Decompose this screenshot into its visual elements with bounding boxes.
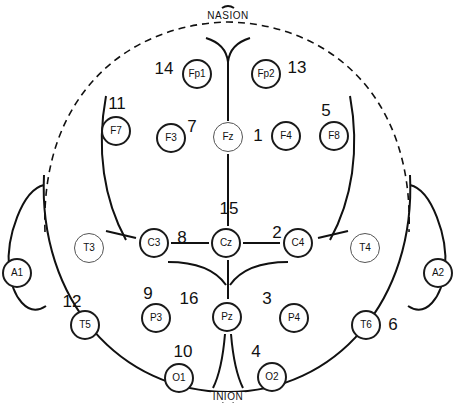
electrode-label: F7 [110,126,122,136]
callout-number: 14 [155,60,174,77]
callout-number: 7 [187,118,196,135]
electrode-label: T4 [359,243,371,253]
callout-number: 1 [253,127,262,144]
electrode-label: A1 [11,268,23,278]
electrode-circle: T4 [350,233,380,263]
electrode-label: C4 [292,238,305,248]
electrode-circle: T5 [70,310,100,340]
electrode-circle: F8 [319,121,349,151]
electrode-label: P3 [150,313,162,323]
electrode-circle: T3 [74,233,104,263]
electrode-circle: F4 [271,121,301,151]
electrode-label: Fz [222,132,233,142]
electrode-label: P4 [288,313,300,323]
electrode-label: T3 [83,243,95,253]
callout-number: 8 [177,229,186,246]
electrode-label: F8 [328,131,340,141]
callout-number: 5 [321,102,330,119]
landmark-label: INION [211,392,245,402]
electrode-label: A2 [432,268,444,278]
callout-number: 4 [251,343,260,360]
electrode-circle: Fp2 [251,59,281,89]
electrode-circle: C4 [283,228,313,258]
electrode-label: Cz [220,238,232,248]
callout-number: 10 [174,343,193,360]
landmark-label: NASION [205,11,250,21]
electrode-circle: Fz [213,122,243,152]
electrode-circle: Pz [212,302,242,332]
electrode-label: F3 [165,133,177,143]
electrode-circle: P4 [279,303,309,333]
callout-number: 11 [108,95,126,112]
electrode-label: C3 [148,238,161,248]
callout-number: 2 [272,224,281,241]
electrode-circle: C3 [139,228,169,258]
electrode-label: Fp2 [257,69,274,79]
callout-number: 15 [220,200,239,217]
electrode-circle: O1 [164,363,194,393]
callout-number: 6 [388,316,397,333]
callout-number: 9 [143,285,152,302]
electrode-circle: F3 [156,123,186,153]
electrode-label: Pz [221,312,233,322]
callout-number: 12 [63,293,82,310]
electrode-circle: A1 [2,258,32,288]
electrode-circle: P3 [141,303,171,333]
electrode-label: O1 [172,373,185,383]
callout-number: 3 [262,290,271,307]
electrode-label: T5 [79,320,91,330]
electrode-circle: Fp1 [182,59,212,89]
electrode-circle: Cz [211,228,241,258]
electrode-circle: T6 [351,310,381,340]
electrode-circle: A2 [423,258,453,288]
electrode-label: Fp1 [188,69,205,79]
electrode-circle: O2 [257,362,287,392]
electrode-label: T6 [360,320,372,330]
electrode-label: O2 [265,372,278,382]
electrode-circle: F7 [101,116,131,146]
electrode-label: F4 [280,131,292,141]
callout-number: 13 [288,59,307,76]
callout-number: 16 [180,290,199,307]
